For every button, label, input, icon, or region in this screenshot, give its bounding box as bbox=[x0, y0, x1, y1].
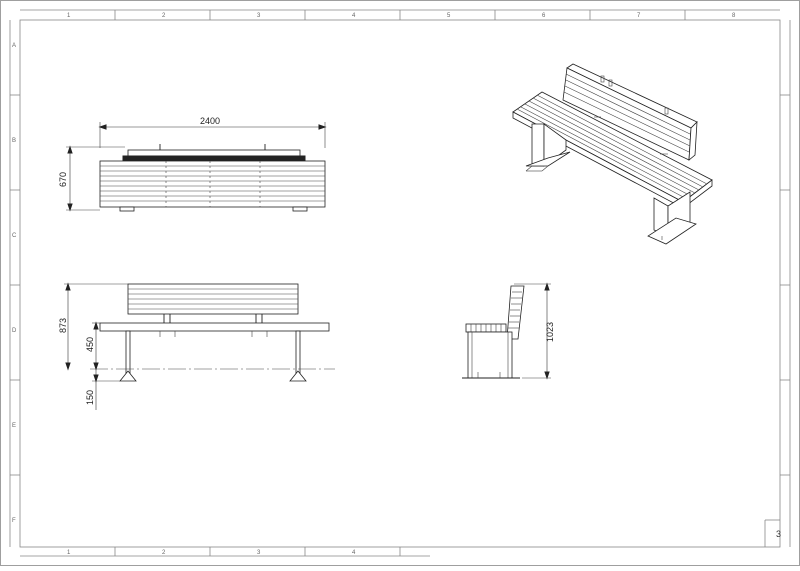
zone-col-3: 3 bbox=[257, 13, 261, 19]
zone-row-b: B bbox=[12, 138, 16, 144]
zone-col-7: 7 bbox=[637, 13, 641, 19]
zone-col-bottom-4: 4 bbox=[352, 550, 356, 556]
zone-col-bottom-1: 1 bbox=[67, 550, 71, 556]
sheet-number: 3 bbox=[776, 529, 781, 539]
zone-row-e: E bbox=[12, 423, 16, 429]
isometric-view bbox=[512, 63, 713, 245]
zone-col-1: 1 bbox=[67, 13, 71, 19]
drawing-frame bbox=[19, 19, 781, 548]
dim-width-2400: 2400 bbox=[200, 116, 220, 126]
dim-height-1023: 1023 bbox=[545, 322, 555, 342]
dim-depth-670: 670 bbox=[58, 172, 68, 187]
zone-col-bottom-3: 3 bbox=[257, 550, 261, 556]
zone-col-6: 6 bbox=[542, 13, 546, 19]
zone-col-bottom-2: 2 bbox=[162, 550, 166, 556]
iso-backrest-slats bbox=[563, 73, 691, 153]
dim-height-873: 873 bbox=[58, 318, 68, 333]
zone-col-8: 8 bbox=[732, 13, 736, 19]
top-view: 2400 670 bbox=[58, 116, 327, 212]
zone-row-f: F bbox=[12, 518, 16, 524]
front-view: 873 450 150 bbox=[58, 282, 335, 410]
zone-col-2: 2 bbox=[162, 13, 166, 19]
zone-col-5: 5 bbox=[447, 13, 451, 19]
zone-dividers-top bbox=[114, 10, 686, 20]
front-backrest-slats bbox=[128, 288, 298, 310]
zone-row-d: D bbox=[12, 328, 17, 334]
top-view-slats bbox=[100, 165, 325, 202]
zone-row-a: A bbox=[12, 43, 16, 49]
zone-row-c: C bbox=[12, 233, 17, 239]
iso-seat-slats bbox=[516, 94, 708, 200]
dim-seat-450: 450 bbox=[85, 337, 95, 352]
side-view: 1023 bbox=[462, 282, 555, 380]
dim-foot-150: 150 bbox=[85, 390, 95, 405]
zone-col-4: 4 bbox=[352, 13, 356, 19]
